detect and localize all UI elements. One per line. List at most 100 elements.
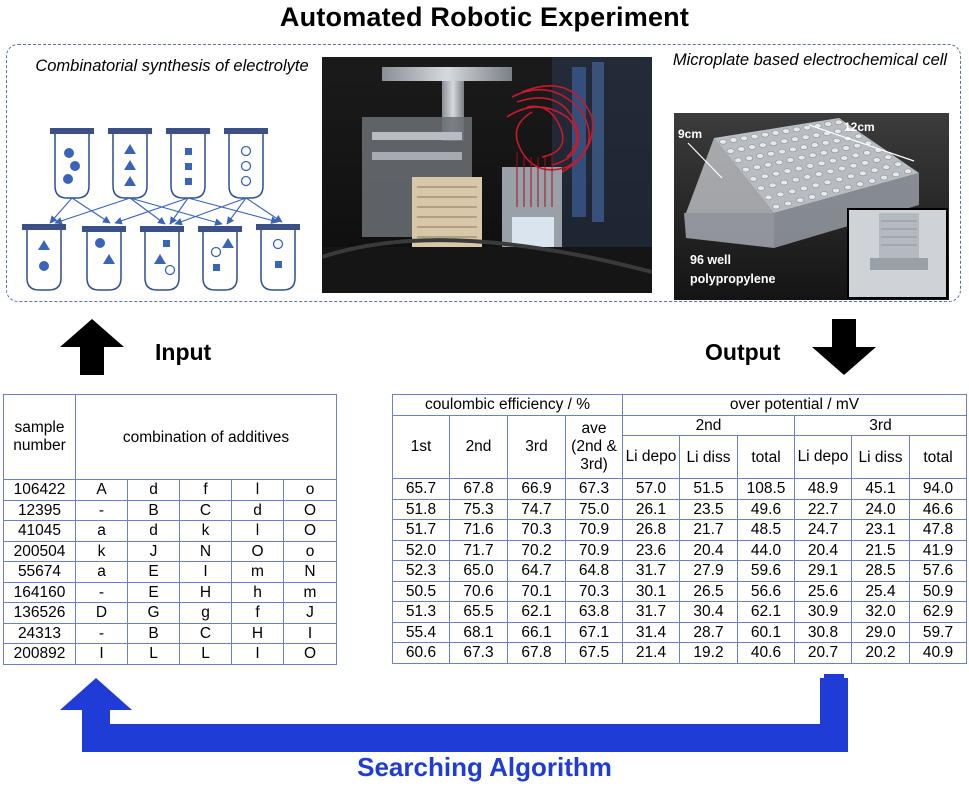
measurement-cell: 108.5 — [737, 478, 795, 500]
measurement-cell: 62.1 — [507, 601, 566, 623]
additive-cell: G — [127, 602, 180, 624]
well — [775, 159, 784, 166]
additive-cell: O — [282, 520, 338, 542]
well — [842, 145, 850, 151]
synthesis-caption: Combinatorial synthesis of electrolyte — [35, 57, 309, 75]
well — [734, 157, 743, 163]
mixed-tube-4 — [198, 226, 242, 291]
additive-cell: d — [127, 520, 180, 542]
well — [844, 126, 853, 132]
well — [782, 128, 790, 134]
measurement-cell: 48.9 — [794, 478, 852, 500]
well — [823, 179, 832, 186]
well — [771, 130, 780, 136]
header-op-3rd-total: total — [908, 435, 968, 479]
measurement-cell: 22.7 — [794, 498, 852, 520]
measurement-cell: 62.9 — [908, 601, 968, 623]
well — [856, 181, 864, 187]
measurement-cell: 20.7 — [794, 642, 852, 664]
measurement-cell: 70.6 — [449, 580, 508, 602]
well — [756, 153, 764, 159]
well — [838, 165, 846, 172]
plate-length-label: 12cm — [844, 120, 875, 134]
well — [831, 147, 839, 154]
measurement-cell: 28.7 — [679, 621, 738, 643]
additive-cell: J — [127, 540, 180, 562]
additive-cell: k — [75, 540, 128, 562]
well — [772, 170, 780, 177]
well-grid — [719, 119, 912, 210]
header-ce-3rd: 3rd — [507, 414, 566, 479]
additive-cell: g — [179, 602, 232, 624]
additive-cell: d — [231, 499, 284, 521]
measurement-cell: 21.4 — [622, 642, 680, 664]
square-icon — [185, 163, 192, 170]
measurement-cell: 66.9 — [507, 478, 566, 500]
measurement-cell: 28.5 — [851, 560, 910, 582]
measurement-cell: 62.1 — [737, 601, 795, 623]
additive-cell: N — [282, 561, 338, 583]
measurement-cell: 50.5 — [392, 580, 450, 602]
measurement-cell: 94.0 — [908, 478, 968, 500]
measurement-cell: 30.8 — [794, 621, 852, 643]
measurement-cell: 30.9 — [794, 601, 852, 623]
well — [817, 160, 826, 166]
well — [810, 142, 819, 148]
measurement-cell: 63.8 — [565, 601, 623, 623]
triangle-icon — [124, 176, 136, 186]
well — [820, 191, 829, 197]
tube-squares — [166, 128, 210, 199]
well — [811, 182, 820, 189]
well — [760, 173, 769, 179]
measurement-cell: 59.7 — [908, 621, 968, 643]
sample-number-cell: 55674 — [3, 561, 76, 583]
measurement-cell: 21.7 — [679, 519, 738, 541]
measurement-cell: 31.4 — [622, 621, 680, 643]
additive-cell: H — [231, 622, 284, 644]
well — [757, 185, 765, 191]
searching-algorithm-label: Searching Algorithm — [357, 752, 612, 782]
tube-circles-filled — [50, 128, 94, 199]
additive-cell: l — [231, 520, 284, 542]
additive-cell: o — [282, 540, 338, 562]
additive-cell: C — [179, 499, 232, 521]
measurement-cell: 57.0 — [622, 478, 680, 500]
well — [769, 140, 778, 146]
measurement-cell: 29.0 — [851, 621, 910, 643]
well — [778, 148, 786, 155]
well — [776, 191, 785, 198]
measurement-cell: 67.8 — [449, 478, 508, 500]
additive-cell: m — [282, 581, 338, 603]
well — [749, 176, 758, 182]
header-ce-2nd: 2nd — [449, 414, 508, 479]
header-op-3rd-li-depo: Li depo — [794, 435, 852, 479]
circle-icon — [63, 174, 73, 184]
measurement-cell: 51.7 — [392, 519, 450, 541]
measurement-cell: 71.6 — [449, 519, 508, 541]
measurement-cell: 65.0 — [449, 560, 508, 582]
well — [868, 178, 876, 184]
measurement-cell: 32.0 — [851, 601, 910, 623]
measurement-cell: 60.6 — [392, 642, 450, 664]
measurement-cell: 44.0 — [737, 539, 795, 561]
microplate-photo: 9cm 12cm 96 well polypropylene — [674, 113, 949, 300]
measurement-cell: 64.7 — [507, 560, 566, 582]
measurement-cell: 25.6 — [794, 580, 852, 602]
well — [719, 139, 727, 145]
measurement-cell: 27.9 — [679, 560, 738, 582]
measurement-cell: 56.6 — [737, 580, 795, 602]
header-coulombic-efficiency: coulombic efficiency / % — [392, 394, 623, 416]
additive-cell: N — [179, 540, 232, 562]
well — [819, 150, 828, 156]
additive-cell: B — [127, 499, 180, 521]
measurement-cell: 51.8 — [392, 498, 450, 520]
